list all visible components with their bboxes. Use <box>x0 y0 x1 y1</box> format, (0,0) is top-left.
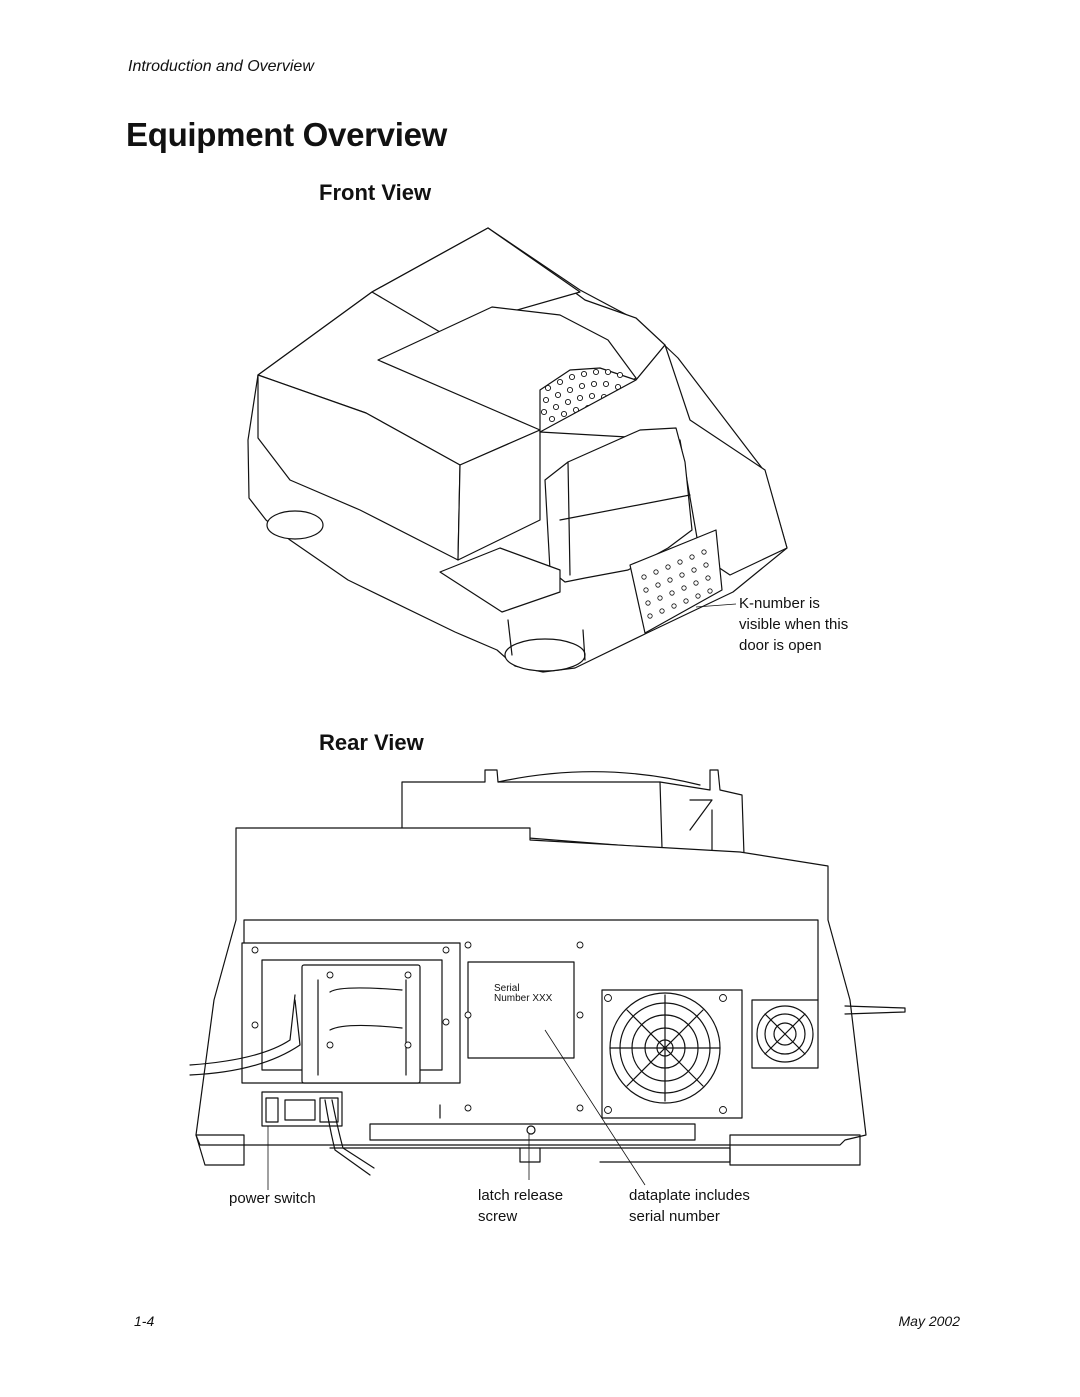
page-title: Equipment Overview <box>126 116 448 153</box>
knumber-callout: K-number is visible when this door is op… <box>739 593 889 656</box>
dataplate-callout-line-1: dataplate includes <box>629 1187 750 1204</box>
dataplate-number-label: Number XXX <box>494 993 553 1004</box>
power-switch-callout: power switch <box>229 1190 316 1207</box>
rear-view-heading: Rear View <box>319 730 424 755</box>
latch-callout-line-2: screw <box>478 1208 518 1225</box>
knumber-callout-line-2: visible when this <box>739 616 849 633</box>
dataplate-callout: dataplate includes serial number <box>629 1185 799 1227</box>
latch-release-callout: latch release screw <box>478 1185 598 1227</box>
knumber-callout-line-1: K-number is <box>739 595 820 612</box>
knumber-callout-line-3: door is open <box>739 637 822 654</box>
running-header: Introduction and Overview <box>128 58 314 75</box>
front-view-heading: Front View <box>319 180 432 205</box>
dataplate-callout-line-2: serial number <box>629 1208 720 1225</box>
dataplate-serial-label: Serial <box>494 983 520 994</box>
page-number: 1-4 <box>134 1313 155 1329</box>
latch-callout-line-1: latch release <box>478 1187 564 1204</box>
footer-date: May 2002 <box>898 1313 960 1329</box>
